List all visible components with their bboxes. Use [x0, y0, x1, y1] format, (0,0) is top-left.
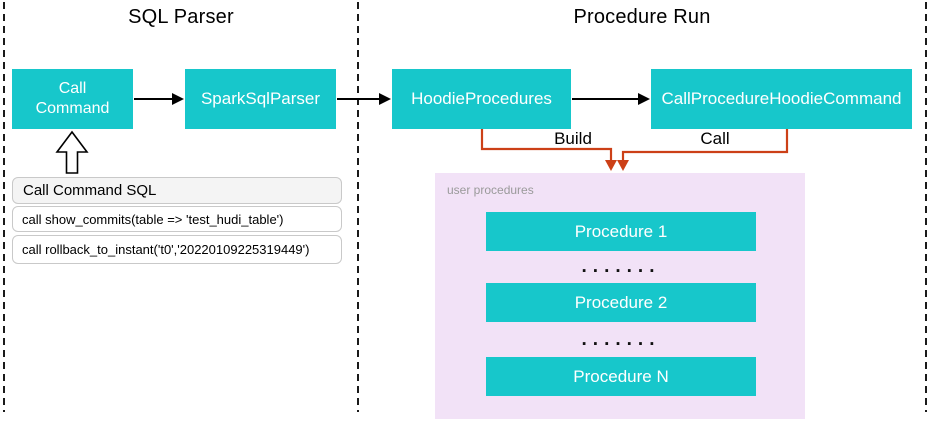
call-arrowhead-icon — [617, 160, 629, 171]
flow-arrowhead-1-icon — [172, 93, 184, 105]
node-spark-sql-parser: SparkSqlParser — [185, 69, 336, 129]
section-title-sql-parser: SQL Parser — [128, 6, 234, 28]
build-arrowhead-icon — [605, 160, 617, 171]
flow-arrowhead-2-icon — [379, 93, 391, 105]
node-procedure-1: Procedure 1 — [486, 212, 756, 251]
sql-example-row: call show_commits(table => 'test_hudi_ta… — [12, 206, 342, 232]
ellipsis-dots: ....... — [581, 329, 661, 350]
edge-label-build: Build — [554, 129, 592, 148]
ellipsis-dots: ....... — [581, 256, 661, 277]
node-procedure-n: Procedure N — [486, 357, 756, 396]
user-procedures-label: user procedures — [447, 183, 534, 197]
node-call-command: Call Command — [12, 69, 133, 129]
section-title-procedure-run: Procedure Run — [573, 6, 711, 28]
node-call-procedure-hoodie-command: CallProcedureHoodieCommand — [651, 69, 912, 129]
node-procedure-2: Procedure 2 — [486, 283, 756, 322]
up-arrow-icon — [55, 130, 89, 174]
sql-example-row: call rollback_to_instant('t0','202201092… — [12, 235, 342, 264]
user-procedures-panel: user procedures Procedure 1 ....... Proc… — [435, 173, 805, 419]
flow-arrowhead-3-icon — [638, 93, 650, 105]
node-hoodie-procedures: HoodieProcedures — [392, 69, 571, 129]
edge-label-call: Call — [700, 129, 730, 148]
sql-card-header: Call Command SQL — [12, 177, 342, 204]
